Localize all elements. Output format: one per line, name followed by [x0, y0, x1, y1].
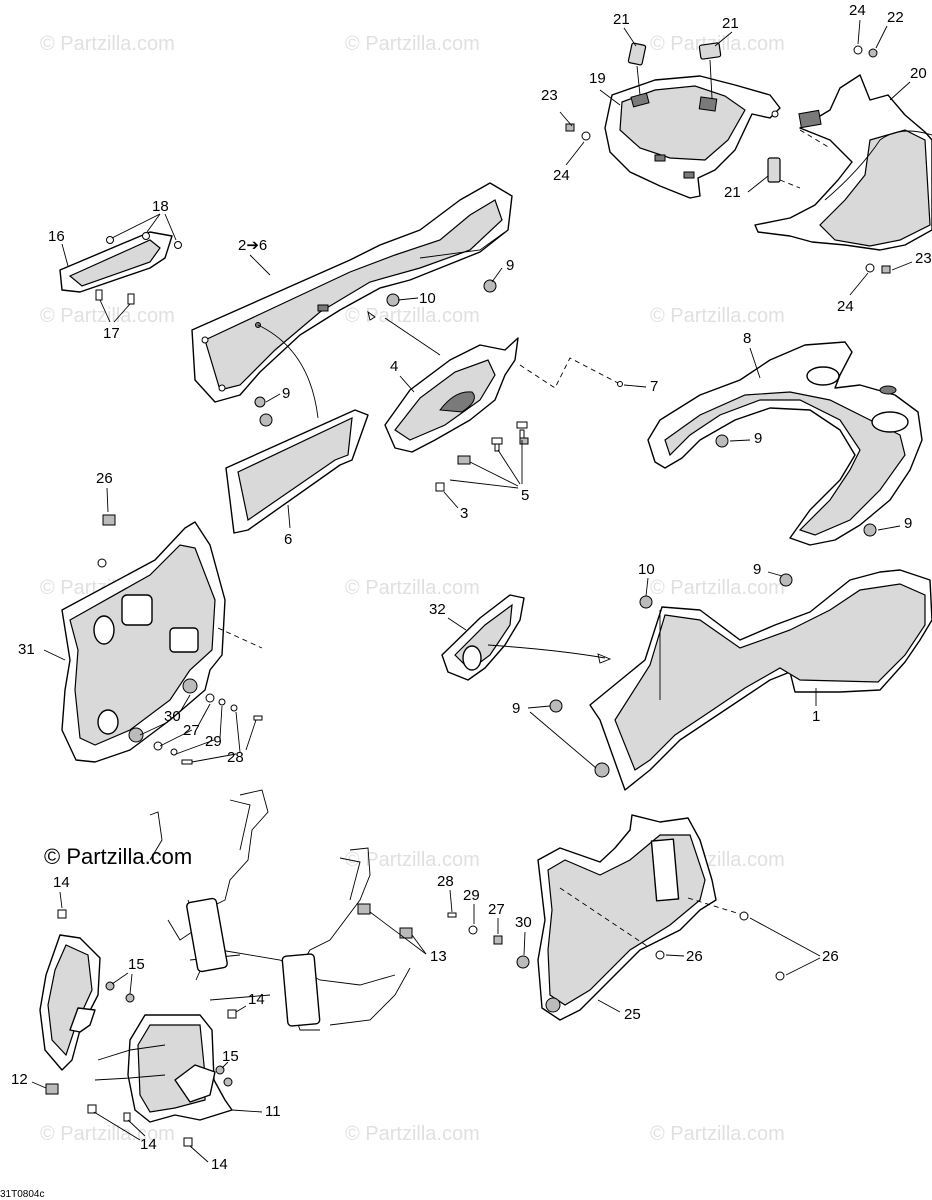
watermark-text: © Partzilla.com: [345, 849, 480, 871]
part-16-bracket: [59, 231, 182, 305]
grommet-10-icon: [639, 595, 653, 609]
callout-28: 28: [227, 749, 244, 766]
part-19-bracket: [604, 75, 781, 199]
part-1-fender: [589, 569, 932, 791]
callout-5: 5: [521, 487, 529, 504]
washer-24-icon: [853, 45, 863, 55]
watermark-text: © Partzilla.com: [650, 1123, 785, 1145]
callout-24: 24: [837, 298, 854, 315]
callout-9: 9: [512, 700, 520, 717]
washer-24-icon: [865, 263, 875, 273]
callout-21: 21: [724, 184, 741, 201]
callout-29: 29: [205, 733, 222, 750]
screw-23-icon: [881, 265, 891, 274]
parts-27-30-hardware-left: [128, 678, 263, 765]
part-2-panel: [191, 182, 513, 427]
part-6-panel: [225, 409, 369, 534]
part-21-bumper: [627, 42, 781, 183]
callout-10: 10: [638, 561, 655, 578]
callout-30: 30: [515, 914, 532, 931]
callout-24: 24: [553, 167, 570, 184]
callout-23: 23: [541, 87, 558, 104]
callout-16: 16: [48, 228, 65, 245]
callout-24: 24: [849, 2, 866, 19]
part-31-panel: [61, 514, 263, 763]
watermark-text: © Partzilla.com: [345, 1123, 480, 1145]
callout-22: 22: [887, 9, 904, 26]
part-11-right-cover: [94, 1014, 233, 1123]
part-5-fasteners: [435, 421, 529, 492]
callout-20: 20: [910, 65, 927, 82]
frame-skeleton: [149, 789, 413, 1031]
watermark-text: © Partzilla.com: [345, 305, 480, 327]
drawing-code: 31T0804c: [0, 1189, 44, 1200]
part-20-mudguard: [754, 74, 932, 251]
callout-9: 9: [282, 385, 290, 402]
callout-30: 30: [164, 708, 181, 725]
callout-21: 21: [613, 11, 630, 28]
callout-11: 11: [265, 1103, 281, 1120]
part-4-bracket: [384, 337, 519, 453]
callout-28: 28: [437, 873, 454, 890]
screw-23-icon: [565, 123, 575, 132]
clip-7-icon: [617, 381, 623, 387]
callout-15: 15: [222, 1048, 239, 1065]
watermark-text: © Partzilla.com: [345, 33, 480, 55]
callout-17: 17: [103, 325, 120, 342]
grommet-9-icon: [549, 699, 563, 713]
callout-2-6: 2➔6: [238, 237, 267, 254]
part-12-left-cover: [39, 934, 101, 1071]
callout-4: 4: [390, 358, 398, 375]
callout-6: 6: [284, 531, 292, 548]
part-8-guard: [647, 341, 923, 546]
callout-1: 1: [812, 708, 820, 725]
callout-21: 21: [722, 15, 739, 32]
callout-26: 26: [822, 948, 839, 965]
callout-15: 15: [128, 956, 145, 973]
part-32-bracket: [441, 594, 525, 681]
callout-12: 12: [11, 1071, 28, 1088]
callout-14: 14: [211, 1156, 228, 1173]
callout-7: 7: [650, 378, 658, 395]
nut-22-icon: [868, 48, 878, 58]
callout-32: 32: [429, 601, 446, 618]
callout-27: 27: [488, 901, 505, 918]
callout-14: 14: [140, 1136, 157, 1153]
callout-9: 9: [506, 257, 514, 274]
callout-23: 23: [915, 250, 932, 267]
parts-27-30-hardware-right: [447, 912, 530, 969]
callout-13: 13: [430, 948, 447, 965]
callout-14: 14: [248, 991, 265, 1008]
part-14-15-fasteners: [45, 909, 237, 1147]
callout-31: 31: [18, 641, 35, 658]
washer-24-icon: [581, 131, 591, 141]
watermark-text: © Partzilla.com: [345, 577, 480, 599]
callout-25: 25: [624, 1006, 641, 1023]
callout-9: 9: [754, 430, 762, 447]
callout-10: 10: [419, 290, 436, 307]
callout-18: 18: [152, 198, 169, 215]
callout-26: 26: [686, 948, 703, 965]
callout-29: 29: [463, 887, 480, 904]
watermark-prominent: © Partzilla.com: [44, 844, 192, 869]
watermark-text: © Partzilla.com: [40, 33, 175, 55]
part-25-panel: [537, 814, 785, 1021]
callout-14: 14: [53, 874, 70, 891]
callout-9: 9: [753, 561, 761, 578]
callout-9: 9: [904, 515, 912, 532]
callout-19: 19: [589, 70, 606, 87]
watermark-text: © Partzilla.com: [40, 1123, 175, 1145]
callout-26: 26: [96, 470, 113, 487]
callout-3: 3: [460, 505, 468, 522]
grommet-9-icon: [779, 573, 793, 587]
watermark-text: © Partzilla.com: [650, 305, 785, 327]
callout-8: 8: [743, 330, 751, 347]
watermark-text: © Partzilla.com: [650, 577, 785, 599]
